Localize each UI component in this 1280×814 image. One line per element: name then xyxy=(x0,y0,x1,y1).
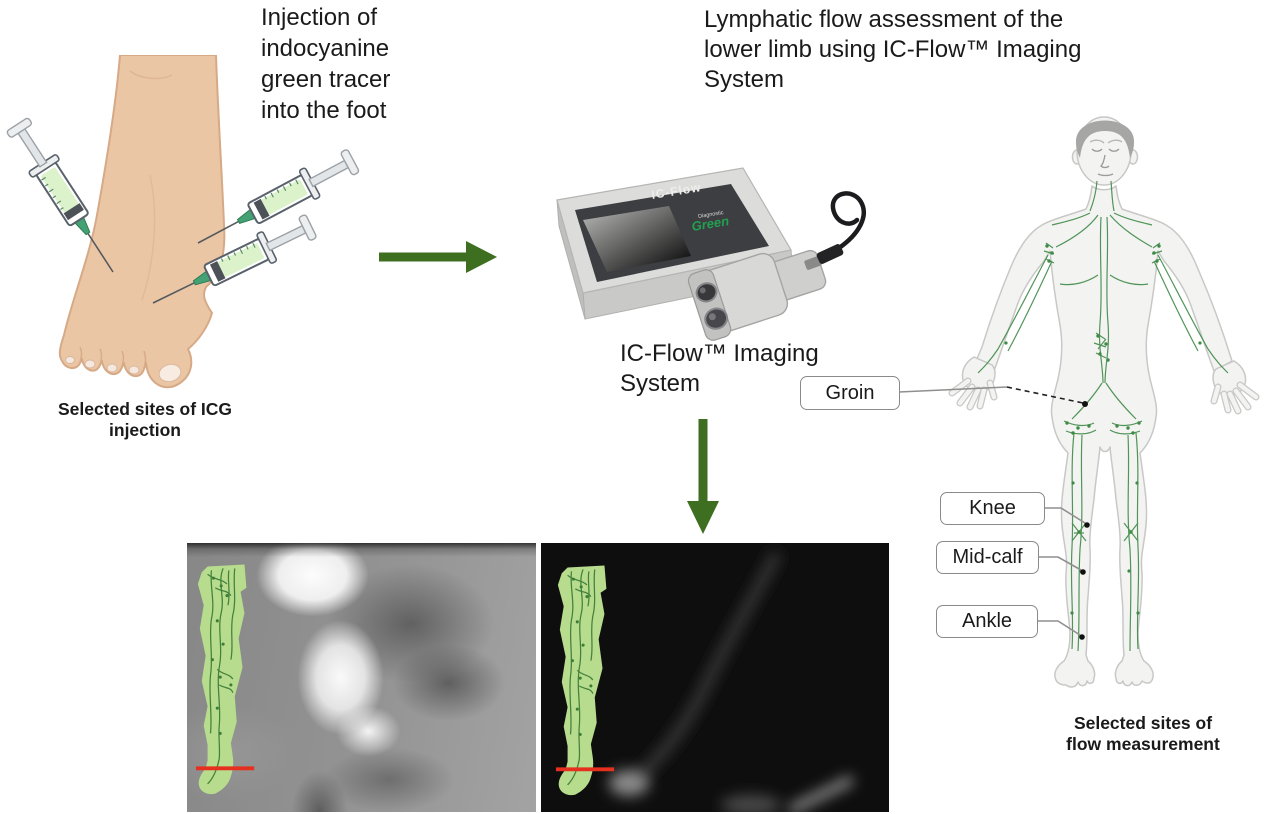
arrow-right-icon xyxy=(379,241,497,273)
arrow-down-icon xyxy=(687,419,719,534)
device-label: IC-Flow™ Imaging System xyxy=(620,340,819,397)
device-logo-main: Green xyxy=(691,213,731,234)
lymph-nodes xyxy=(1004,244,1202,615)
midcalf-label: Mid-calf xyxy=(936,541,1039,574)
hair xyxy=(1075,120,1135,158)
icflow-device-illustration: IC-Flow Diagnostic Green xyxy=(556,167,866,341)
midcalf-label-text: Mid-calf xyxy=(952,546,1023,568)
fluorescence-scan-bright xyxy=(187,543,536,812)
injection-note: Injection of indocyanine green tracer in… xyxy=(261,4,391,124)
face xyxy=(1089,139,1123,177)
right-hand xyxy=(1210,360,1260,415)
ankle-label-text: Ankle xyxy=(961,610,1013,632)
handpiece-lens-bottom xyxy=(704,307,729,330)
lymphatic-network xyxy=(977,180,1229,652)
foot-injection-illustration xyxy=(2,55,363,389)
icg-caption: Selected sites of ICG injection xyxy=(57,399,233,440)
groin-label-text: Groin xyxy=(825,381,875,404)
device-handpiece xyxy=(687,249,827,341)
faint-lymph-streak xyxy=(609,550,854,812)
knee-label: Knee xyxy=(940,492,1045,525)
toe-nails xyxy=(65,356,182,383)
groin-label: Groin xyxy=(800,376,900,410)
device-logo-top: Diagnostic xyxy=(698,210,725,220)
left-hand xyxy=(948,356,998,411)
cable-connector xyxy=(816,244,844,264)
ankle-label: Ankle xyxy=(936,605,1038,638)
device-cable xyxy=(830,191,866,251)
leg-overlay-left xyxy=(194,562,257,797)
fluorescence-scan-dark xyxy=(541,543,889,812)
knee-label-text: Knee xyxy=(969,497,1016,519)
flow-caption: Selected sites of flow measurement xyxy=(1066,713,1220,754)
device-screen xyxy=(583,206,691,272)
leg-overlay-right xyxy=(554,563,617,798)
figure-title: Lymphatic flow assessment of the lower l… xyxy=(704,6,1082,93)
